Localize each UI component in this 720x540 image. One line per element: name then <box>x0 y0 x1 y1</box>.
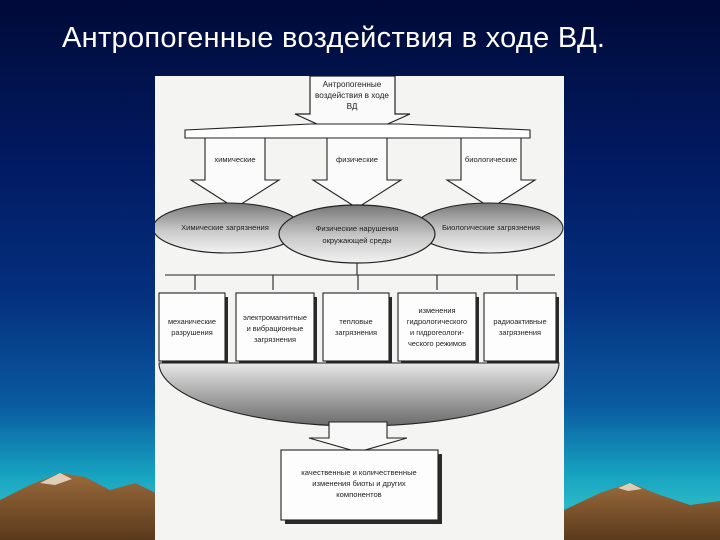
result-arrow <box>308 421 408 453</box>
box-electromagnetic-line-1: электромагнитные <box>243 313 307 322</box>
distribution-bar <box>184 123 531 139</box>
box-electromagnetic-line-2: и вибрационные <box>247 324 304 333</box>
branch-arrow-chemical: химические <box>189 137 281 209</box>
ellipse-chemical-label: Химические загрязнения <box>181 223 269 232</box>
ellipse-physical: Физические нарушения окружающей среды <box>278 204 436 264</box>
top-arrow-line-2: воздействия в ходе <box>315 91 389 100</box>
box-radioactive: радиоактивные загрязнения <box>483 292 559 365</box>
branch-arrow-biological: биологические <box>445 137 537 209</box>
diagram-panel: Антропогенные воздействия в ходе ВД хими… <box>155 76 564 540</box>
collector-shape <box>158 362 560 427</box>
box-thermal-line-2: загрязнения <box>335 328 377 337</box>
box-hydro-line-1: изменения <box>418 306 455 315</box>
result-box-line-2: изменения биоты и других <box>312 479 406 488</box>
box-mechanical-line-1: механические <box>168 317 216 326</box>
box-mechanical: механические разрушения <box>158 292 228 365</box>
box-hydro-line-3: и гидрогеологи- <box>410 328 464 337</box>
box-hydro-line-2: гидрологического <box>407 317 467 326</box>
box-electromagnetic: электромагнитные и вибрационные загрязне… <box>235 292 317 365</box>
box-hydro: изменения гидрологического и гидрогеолог… <box>397 292 479 365</box>
mountain-landscape <box>0 473 720 540</box>
ellipse-physical-line-2: окружающей среды <box>322 236 391 245</box>
box-thermal: тепловые загрязнения <box>322 292 392 365</box>
ellipse-chemical: Химические загрязнения <box>155 202 302 254</box>
branch-arrow-physical: физические <box>311 137 403 209</box>
box-electromagnetic-line-3: загрязнения <box>254 335 296 344</box>
box-mechanical-line-2: разрушения <box>171 328 213 337</box>
branch-label-physical: физические <box>336 155 378 164</box>
top-arrow-line-3: ВД <box>347 102 358 111</box>
connector-lines <box>165 263 555 290</box>
ellipse-biological: Биологические загрязнения <box>414 202 564 254</box>
branch-label-biological: биологические <box>465 155 517 164</box>
ellipse-physical-line-1: Физические нарушения <box>316 224 399 233</box>
result-box-line-1: качественные и количественные <box>301 468 417 477</box>
result-box-line-3: компонентов <box>336 490 381 499</box>
result-box: качественные и количественные изменения … <box>280 449 442 524</box>
box-hydro-line-4: ческого режимов <box>408 339 466 348</box>
branch-label-chemical: химические <box>214 155 255 164</box>
top-arrow-line-1: Антропогенные <box>323 80 382 89</box>
box-thermal-line-1: тепловые <box>339 317 372 326</box>
slide-title: Антропогенные воздействия в ходе ВД. <box>62 22 606 54</box>
ellipse-biological-label: Биологические загрязнения <box>442 223 540 232</box>
box-radioactive-line-2: загрязнения <box>499 328 541 337</box>
box-radioactive-line-1: радиоактивные <box>493 317 546 326</box>
